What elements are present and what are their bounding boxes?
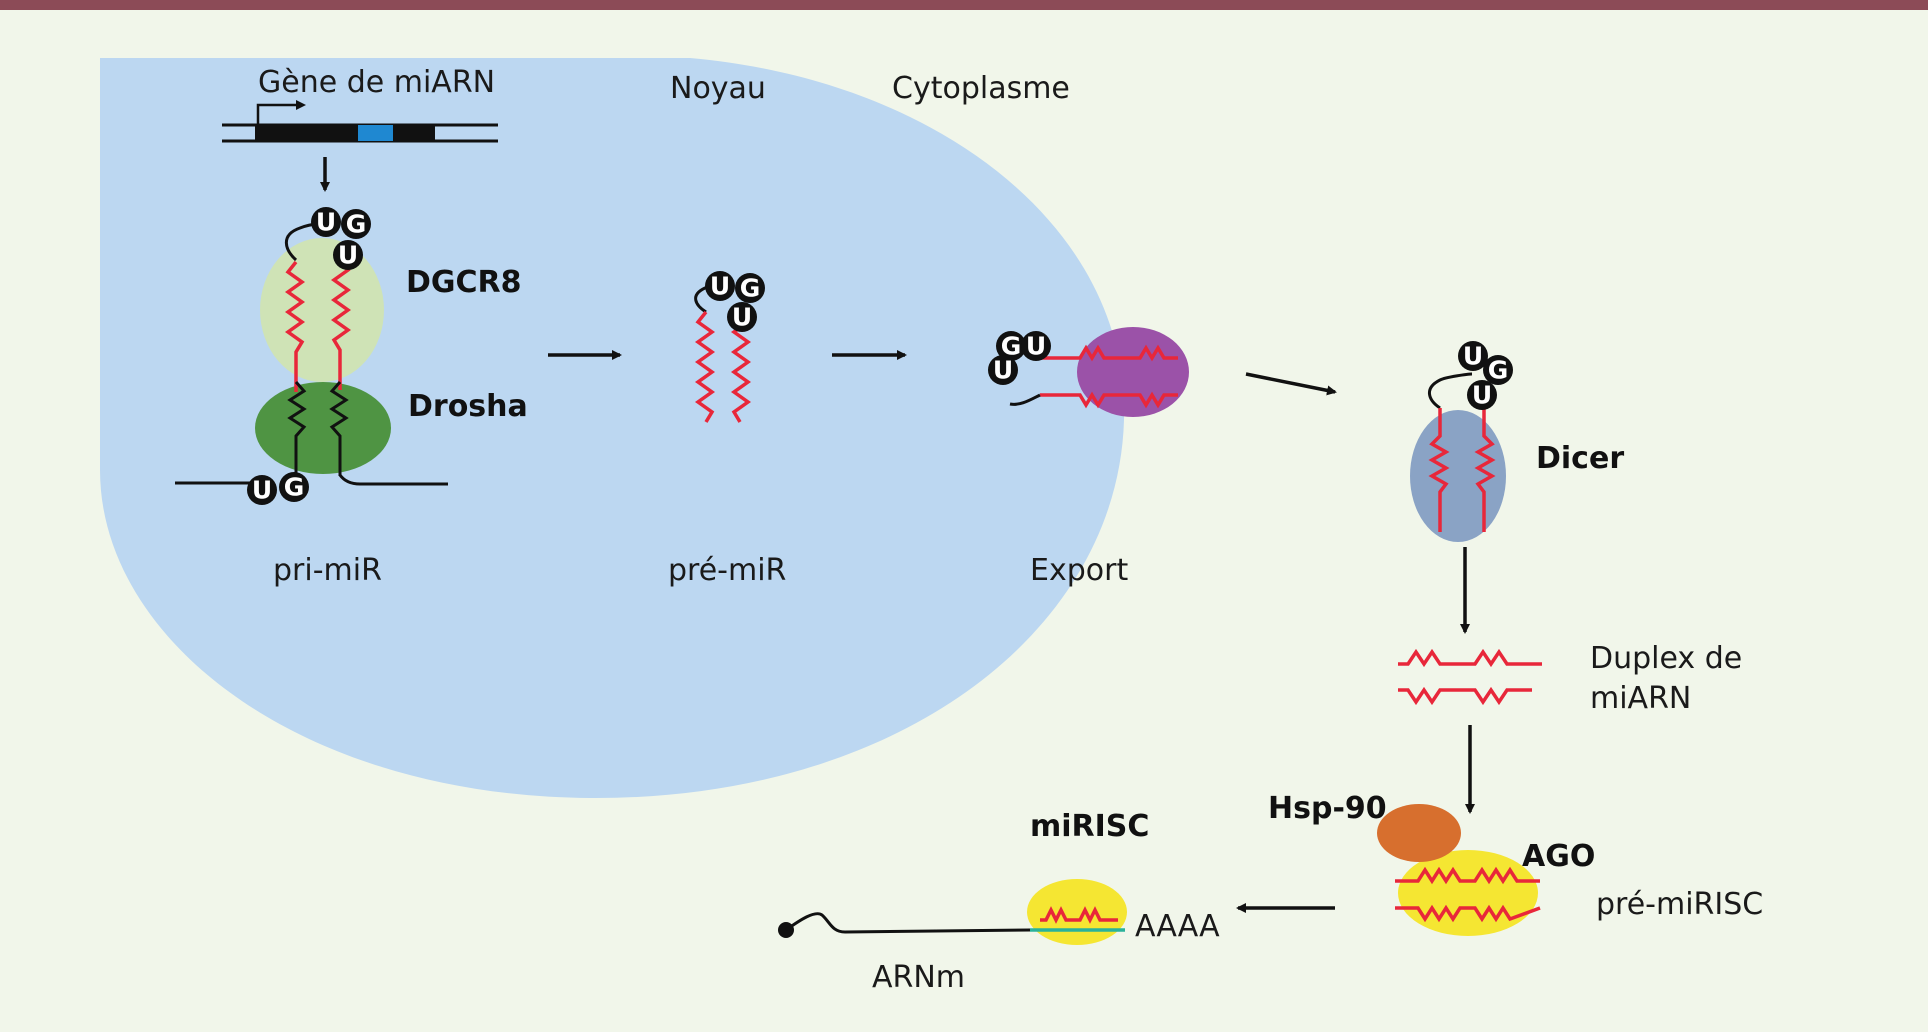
dicer-complex: U G U [1410,341,1513,542]
nt-g: G [1001,332,1022,361]
label-nucleus: Noyau [670,71,766,106]
nt-g: G [346,210,367,239]
label-dicer: Dicer [1536,441,1624,476]
label-duplex-line2: miARN [1590,681,1691,716]
nt-u: U [1472,381,1492,410]
label-drosha: Drosha [408,389,528,424]
nt-g: G [1488,356,1509,385]
label-mrna: ARNm [872,960,965,995]
label-export: Export [1030,553,1128,588]
label-gene: Gène de miARN [258,65,495,100]
nt-u: U [338,241,358,270]
exportin-protein [1077,327,1189,417]
nt-u: U [1026,332,1046,361]
label-pri-mir: pri-miR [273,553,382,588]
arrow-export-to-dicer [1245,372,1337,396]
label-polya: AAAA [1135,909,1220,944]
pre-mirisc-complex [1377,804,1541,936]
pre-mir-hairpin: U G U [694,271,765,423]
top-bar [0,0,1928,10]
nt-u: U [1463,342,1483,371]
nt-u: U [710,272,730,301]
label-duplex-line1: Duplex de [1590,641,1742,676]
nt-u: U [252,476,272,505]
label-pre-mir: pré-miR [668,553,786,588]
nt-g: G [740,274,761,303]
mirisc-protein [1027,879,1127,945]
mirna-gene [222,100,498,143]
label-hsp90: Hsp-90 [1268,791,1387,826]
ago-protein [1398,850,1538,936]
nt-g: G [284,473,305,502]
nt-u: U [993,356,1013,385]
nt-u: U [316,208,336,237]
pri-mir-complex: U G U U G [175,207,448,505]
nucleus-region [100,58,1125,799]
label-ago: AGO [1522,839,1595,874]
dgcr8-protein [260,238,384,382]
label-pre-mirisc: pré-miRISC [1596,887,1763,922]
label-dgcr8: DGCR8 [406,265,522,300]
mirna-duplex [1398,648,1542,706]
hsp90-protein [1377,804,1461,862]
export-complex: G U U [988,327,1189,417]
label-cytoplasm: Cytoplasme [892,71,1070,106]
drosha-protein [255,382,391,474]
mirisc-complex [778,879,1127,945]
label-mirisc: miRISC [1030,809,1149,844]
nt-u: U [732,303,752,332]
